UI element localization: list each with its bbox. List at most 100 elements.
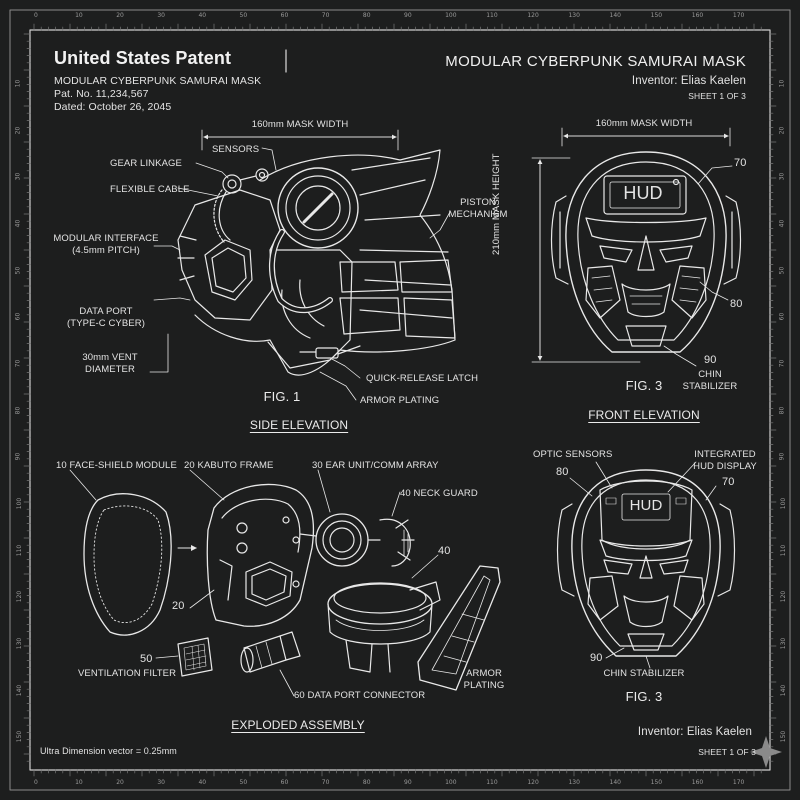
ruler-right-label: 150 <box>780 731 788 743</box>
side-dim-width: 160mm MASK WIDTH <box>251 119 349 130</box>
ruler-top-label: 70 <box>321 12 330 19</box>
label-modular-interface: MODULAR INTERFACE <box>53 233 159 244</box>
ruler-right-label: 120 <box>780 591 788 603</box>
label-integrated: INTEGRATED <box>694 449 756 460</box>
ref-70: 70 <box>734 157 747 169</box>
ruler-left-label: 90 <box>14 453 22 461</box>
side-elevation-mask <box>149 129 456 401</box>
label-piston: PISTON <box>460 197 496 208</box>
exploded-assembly <box>69 469 501 697</box>
label-face-shield: 10 FACE-SHIELD MODULE <box>56 460 177 471</box>
patent-date: Dated: October 26, 2045 <box>54 101 172 113</box>
ref-90: 90 <box>704 354 717 366</box>
ruler-top-label: 130 <box>568 12 580 19</box>
ruler-right-label: 140 <box>780 684 788 696</box>
ruler-top-label: 90 <box>404 12 412 19</box>
front-view-hud-mask <box>556 461 736 669</box>
ruler-top-label: 110 <box>486 12 498 19</box>
ruler-right-label: 90 <box>778 453 786 461</box>
patent-number: Pat. No. 11,234,567 <box>54 88 149 100</box>
ref-50: 50 <box>140 653 153 665</box>
ruler-top-label: 20 <box>116 12 124 19</box>
label-vent: 30mm VENT <box>82 352 138 363</box>
label-modular-pitch: (4.5mm PITCH) <box>72 245 140 256</box>
label-ventilation-filter: VENTILATION FILTER <box>78 668 177 679</box>
exploded-assembly-caption: EXPLODED ASSEMBLY <box>231 718 365 732</box>
ruler-left-label: 80 <box>14 406 22 414</box>
ruler-left-label: 120 <box>16 591 24 603</box>
label-quick-release-latch: QUICK-RELEASE LATCH <box>366 373 479 384</box>
ruler-right-label: 50 <box>778 266 786 274</box>
ruler-left-label: 100 <box>16 497 24 510</box>
side-elevation-caption: SIDE ELEVATION <box>249 418 349 432</box>
header-mask-title: MODULAR CYBERPUNK SAMURAI MASK <box>445 53 746 70</box>
ref-20: 20 <box>172 600 185 612</box>
ruler-top-label: 140 <box>609 12 621 19</box>
footer-sheet: SHEET 1 OF 3 <box>698 747 756 757</box>
patent-title: United States Patent <box>54 48 232 68</box>
footer-inventor: Inventor: Elias Kaelen <box>637 726 752 738</box>
label-optic-sensors: OPTIC SENSORS <box>533 449 613 460</box>
fig-3-secondary-label: FIG. 3 <box>625 689 663 704</box>
ruler-top-label: 10 <box>75 12 83 19</box>
front-elevation-caption: FRONT ELEVATION <box>588 408 700 422</box>
label-kabuto-frame: 20 KABUTO FRAME <box>184 460 274 471</box>
ruler-bottom-label: 20 <box>116 779 124 786</box>
ruler-top-label: 160 <box>691 12 704 19</box>
ruler-right-label: 110 <box>780 544 788 556</box>
label-flexible-cable: FLEXIBLE CABLE <box>110 184 190 195</box>
ruler-bottom-label: 140 <box>609 779 621 786</box>
ref-80: 80 <box>730 298 743 310</box>
sheet-border <box>9 9 791 791</box>
ruler-top-label: 60 <box>280 12 289 19</box>
ruler-bottom-label: 90 <box>404 779 412 786</box>
ruler-bottom-label: 110 <box>486 779 498 786</box>
label-data-port-connector: 60 DATA PORT CONNECTOR <box>294 690 426 701</box>
ruler-bottom-label: 10 <box>75 779 83 786</box>
ruler-right-label: 40 <box>778 219 786 228</box>
ruler-bottom-label: 150 <box>650 779 663 786</box>
label-exploded-plating: PLATING <box>463 680 505 691</box>
ruler-left-label: 50 <box>14 266 22 274</box>
ruler-right-label: 100 <box>780 497 788 510</box>
label-data-port: DATA PORT <box>79 306 133 317</box>
ruler-bottom-label: 70 <box>321 779 330 786</box>
hud-screen-text: HUD <box>623 183 663 203</box>
ruler-left-label: 70 <box>14 359 22 368</box>
ruler-left-label: 130 <box>16 637 24 650</box>
ref-40: 40 <box>438 545 451 557</box>
label-chin: CHIN <box>698 369 722 380</box>
ruler-bottom-label: 60 <box>280 779 289 786</box>
ruler-left-label: 150 <box>16 731 24 743</box>
header-inventor: Inventor: Elias Kaelen <box>631 75 746 87</box>
ruler-bottom-label: 170 <box>732 779 745 786</box>
ruler-bottom-label: 80 <box>362 779 371 786</box>
fig-1-label: FIG. 1 <box>263 389 301 404</box>
ruler-right-label: 70 <box>778 359 786 368</box>
ruler-top-label: 0 <box>34 12 38 19</box>
ruler-right-label: 60 <box>778 313 786 321</box>
label-armor-plating: ARMOR PLATING <box>360 395 440 406</box>
ruler-top-label: 80 <box>362 12 371 19</box>
ruler-top-label: 150 <box>650 12 663 19</box>
ruler-top-label: 50 <box>239 12 248 19</box>
fig-3-label: FIG. 3 <box>625 378 663 393</box>
ref-70-secondary: 70 <box>722 476 735 488</box>
ruler-bottom-label: 50 <box>239 779 248 786</box>
ruler-right-label: 10 <box>778 79 786 88</box>
label-neck-guard: 40 NECK GUARD <box>400 488 478 499</box>
patent-subtitle: MODULAR CYBERPUNK SAMURAI MASK <box>54 75 262 87</box>
ruler-left-label: 30 <box>14 173 22 181</box>
ruler-top-label: 100 <box>445 12 457 19</box>
ruler-bottom-label: 130 <box>568 779 580 786</box>
ruler-bottom-label: 120 <box>527 779 539 786</box>
ruler-top-label: 120 <box>527 12 539 19</box>
label-ear-unit: 30 EAR UNIT/COMM ARRAY <box>312 460 439 471</box>
ruler-right-label: 80 <box>778 406 786 414</box>
label-gear-linkage: GEAR LINKAGE <box>110 158 182 169</box>
ref-90-secondary: 90 <box>590 652 603 664</box>
header-sheet: SHEET 1 OF 3 <box>688 91 746 101</box>
label-data-port-type: (TYPE-C CYBER) <box>67 318 145 329</box>
